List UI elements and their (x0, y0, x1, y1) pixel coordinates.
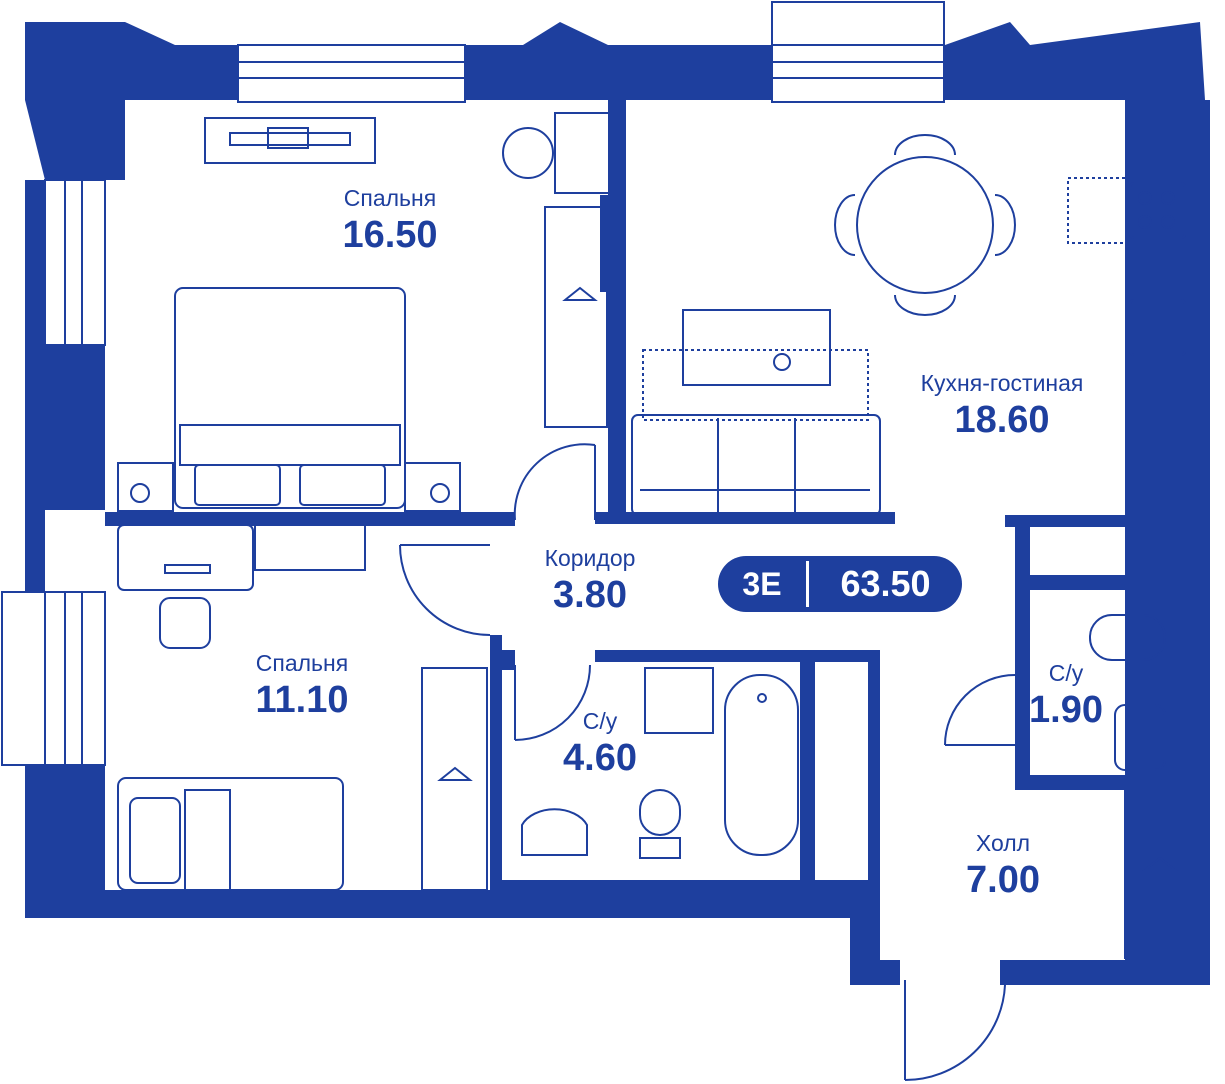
room-label-bedroom-2: Спальня 11.10 (256, 650, 349, 723)
room-area: 4.60 (563, 736, 637, 779)
room-area: 3.80 (553, 573, 627, 616)
room-name: Спальня (343, 185, 437, 211)
room-label-hall: Холл 7.00 (966, 830, 1040, 903)
room-area: 7.00 (966, 858, 1040, 901)
apartment-badge: 3E 63.50 (718, 556, 962, 612)
room-name: Холл (975, 830, 1031, 856)
room-name: С/у (1048, 660, 1084, 686)
apartment-type: 3E (742, 565, 782, 602)
room-name: Спальня (255, 650, 349, 676)
badge-divider (806, 561, 809, 607)
total-area: 63.50 (840, 563, 931, 604)
room-area: 11.10 (255, 678, 349, 721)
room-area: 16.50 (342, 213, 438, 256)
windows (1, 1, 945, 766)
room-label-bedroom-1: Спальня 16.50 (342, 185, 437, 258)
furniture (117, 100, 1189, 1082)
room-label-kitchen-living: Кухня-гостиная 18.60 (921, 370, 1084, 443)
room-name: Кухня-гостиная (920, 370, 1084, 396)
room-name: Коридор (544, 545, 636, 571)
room-label-corridor: Коридор 3.80 (545, 545, 636, 618)
room-area: 1.90 (1029, 688, 1103, 731)
room-label-bathroom-1: С/у 4.60 (563, 708, 637, 781)
room-name: С/у (582, 708, 618, 734)
room-area: 18.60 (954, 398, 1050, 441)
room-label-bathroom-2: С/у 1.90 (1029, 660, 1103, 733)
